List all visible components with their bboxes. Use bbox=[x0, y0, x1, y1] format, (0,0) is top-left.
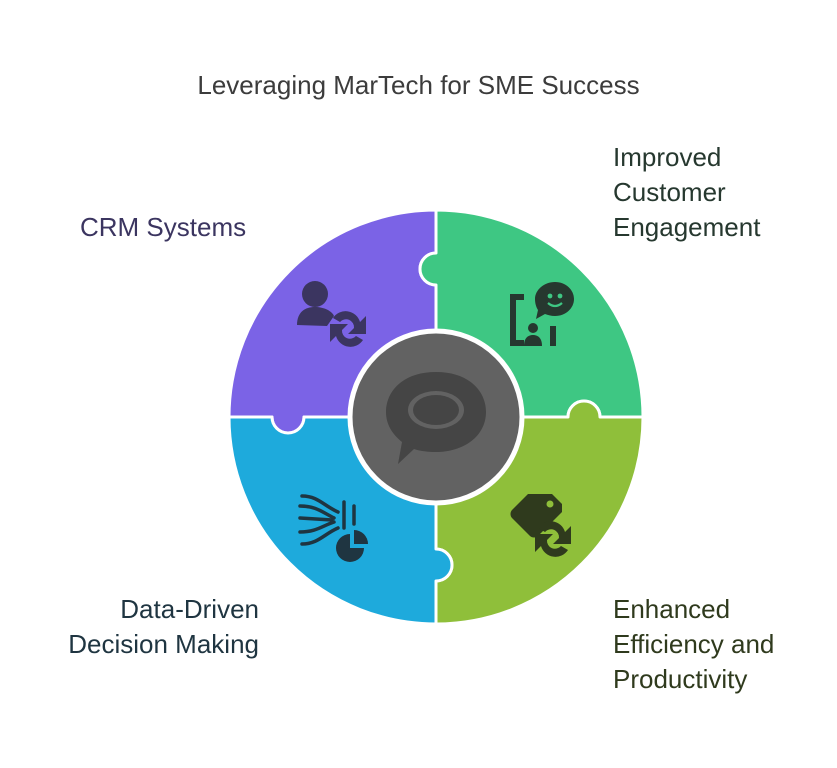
label-line: Improved bbox=[613, 142, 722, 172]
label-line: Customer bbox=[613, 177, 726, 207]
label-crm-systems: CRM Systems bbox=[80, 210, 246, 245]
label-line: Engagement bbox=[613, 212, 761, 242]
label-line: Data-Driven bbox=[120, 594, 259, 624]
label-line: Enhanced bbox=[613, 594, 731, 624]
diagram-title: Leveraging MarTech for SME Success bbox=[197, 70, 640, 100]
flow-chart-icon bbox=[298, 494, 356, 546]
label-enhanced-efficiency-productivity: Enhanced Efficiency and Productivity bbox=[613, 592, 774, 697]
pie-chart-icon bbox=[336, 530, 368, 562]
user-sync-icon bbox=[297, 281, 366, 347]
tag-sync-icon bbox=[510, 494, 571, 557]
label-line: Productivity bbox=[613, 664, 748, 694]
label-line: Efficiency and bbox=[613, 629, 775, 659]
speech-bubble-icon bbox=[386, 372, 486, 464]
chat-person-icon bbox=[510, 282, 574, 346]
label-improved-customer-engagement: Improved Customer Engagement bbox=[613, 140, 760, 245]
label-line: Decision Making bbox=[68, 629, 259, 659]
label-line: CRM Systems bbox=[80, 212, 247, 242]
label-data-driven-decision-making: Data-Driven Decision Making bbox=[68, 592, 259, 662]
